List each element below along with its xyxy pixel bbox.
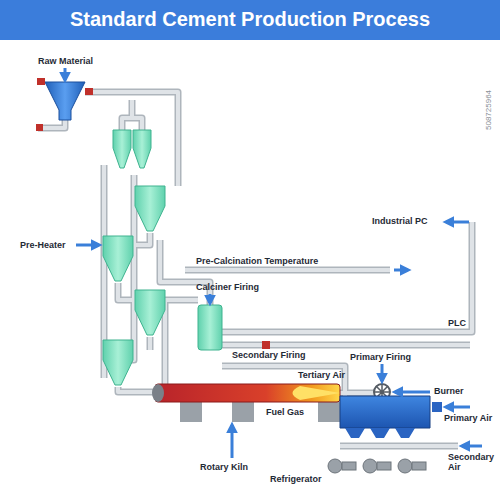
burner-label: Burner: [434, 386, 464, 396]
temperature-label: Pre-Calcination Temperature: [196, 256, 318, 266]
watermark: 508725964: [484, 90, 493, 130]
pc-label: Industrial PC: [372, 216, 428, 226]
firing-label: Primary Firing: [350, 352, 411, 362]
diagram-title: Standard Cement Production Process: [0, 8, 500, 31]
preheater-label: Pre-Heater: [20, 240, 66, 250]
raw-material-label: Raw Material: [38, 56, 93, 66]
cooler-label: Refrigerator: [270, 474, 322, 484]
fuel-label: Fuel Gas: [266, 407, 304, 417]
air-label: Secondary Air: [448, 452, 496, 473]
plc-label: PLC: [448, 318, 466, 328]
calciner-label: Calciner Firing: [196, 282, 259, 292]
firing-label: Secondary Firing: [232, 350, 306, 360]
kiln-label: Rotary Kiln: [200, 462, 248, 472]
air-label: Tertiary Air: [298, 370, 345, 380]
air-label: Primary Air: [444, 413, 492, 423]
